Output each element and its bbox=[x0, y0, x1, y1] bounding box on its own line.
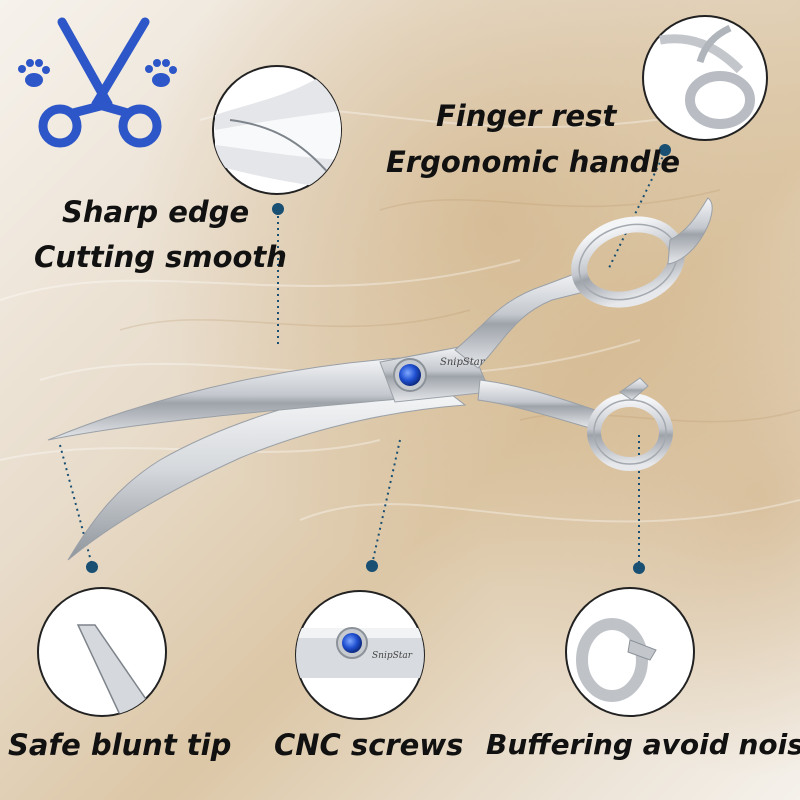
label-cnc-screws: CNC screws bbox=[274, 728, 464, 762]
detail-buffer bbox=[565, 587, 695, 717]
label-finger-rest: Finger rest bbox=[436, 99, 617, 133]
paw-icon bbox=[145, 59, 177, 87]
scissors-icon bbox=[38, 17, 162, 148]
detail-blunt-tip bbox=[37, 587, 167, 717]
brand-mark: SnipStar bbox=[440, 357, 486, 368]
detail-cnc-screw: SnipStar bbox=[295, 590, 425, 720]
label-buffering: Buffering avoid noise bbox=[486, 728, 800, 761]
label-ergonomic-handle: Ergonomic handle bbox=[386, 145, 681, 179]
label-sharp-edge: Sharp edge bbox=[62, 195, 250, 229]
detail-sharp-edge bbox=[212, 65, 342, 195]
label-safe-blunt-tip: Safe blunt tip bbox=[8, 728, 232, 762]
detail-finger-rest bbox=[642, 15, 768, 141]
svg-text:SnipStar: SnipStar bbox=[372, 651, 413, 661]
label-cutting-smooth: Cutting smooth bbox=[34, 240, 287, 274]
paw-icon bbox=[18, 59, 50, 87]
grooming-scissors: SnipStar bbox=[47, 197, 713, 561]
